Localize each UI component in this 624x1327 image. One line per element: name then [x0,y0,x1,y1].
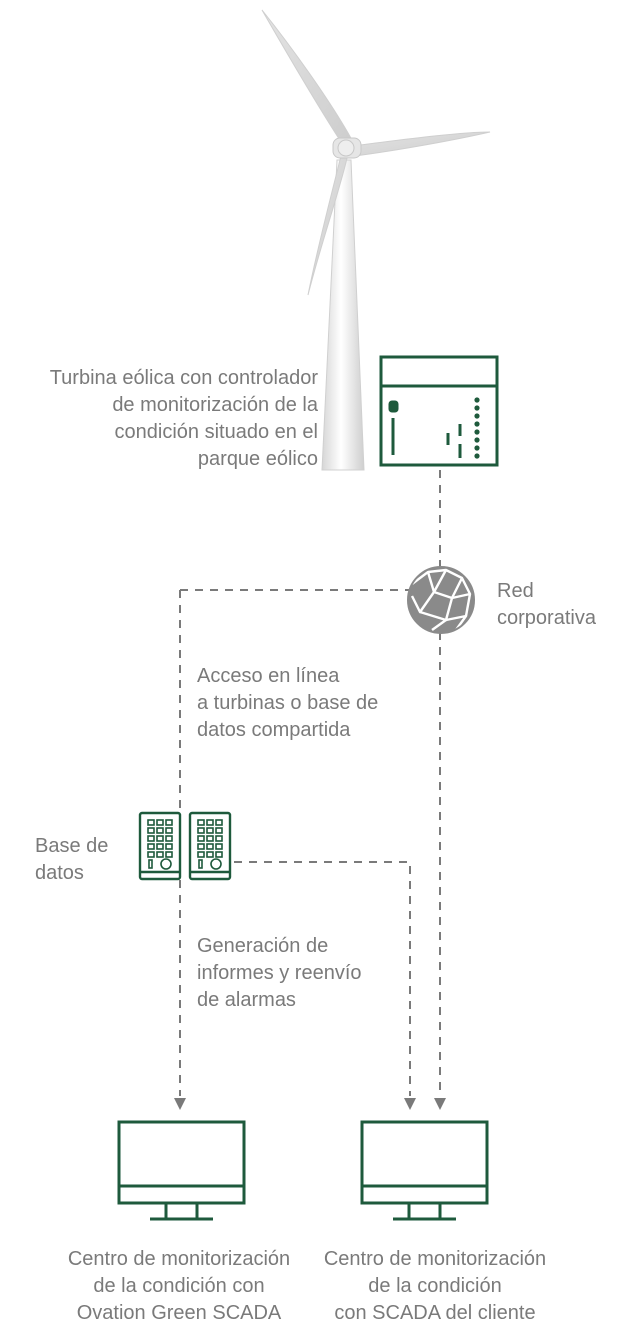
controller-icon [379,355,499,467]
online-access-label: Acceso en línea a turbinas o base de dat… [197,665,379,741]
database-label: Base de datos [35,835,109,884]
arrow-client-db [404,1098,416,1110]
center-client-label: Centro de monitorización de la condición… [323,1248,547,1324]
reports-label: Generación de informes y reenvío de alar… [197,935,362,1011]
arrow-client-net [434,1098,446,1110]
monitor-icon [117,1120,246,1221]
monitor-icon [360,1120,489,1221]
connector-database-client [234,861,411,1096]
turbine-label: Turbina eólica con controlador de monito… [49,367,318,470]
arrowheads [174,1098,446,1110]
center-ovation-label: Centro de monitorización de la condición… [67,1248,291,1324]
arrow-ovation [174,1098,186,1110]
database-server-icon [138,811,232,881]
network-label: Red corporativa [497,580,596,629]
globe-network-icon [407,566,475,634]
server-unit-right [188,811,232,881]
server-unit-left [138,811,182,881]
wind-turbine-icon [261,9,491,471]
connector-lines [179,470,441,1096]
